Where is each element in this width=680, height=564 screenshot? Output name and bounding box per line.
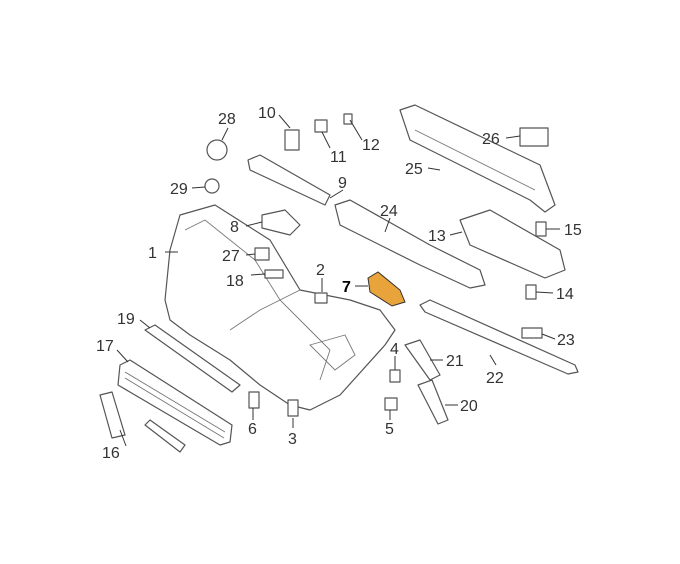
callout-28: 28 [218,111,236,128]
part-9-bracket [247,154,331,206]
callout-25: 25 [405,161,423,178]
part-13-absorber [459,209,566,279]
part-18-bolt [264,269,284,279]
part-26-bracket [519,127,549,147]
part-27-clip [254,247,270,261]
part-7-highlighted-bracket [367,271,406,307]
part-4-clip [389,369,401,383]
callout-26: 26 [482,131,500,148]
part-10-bracket [284,129,300,151]
part-12-screw [343,113,353,125]
part-15-clip [535,221,547,237]
part-20-cover [417,379,449,425]
callout-15: 15 [564,222,582,239]
part-1-bumper-cover [164,204,396,411]
callout-1: 1 [148,245,157,262]
callout-16: 16 [102,445,120,462]
callout-22: 22 [486,370,504,387]
callout-24: 24 [380,203,398,220]
part-22-lower-strip [419,299,579,375]
callout-17: 17 [96,338,114,355]
callout-14: 14 [556,286,574,303]
callout-7: 7 [342,279,351,296]
part-5-clip [384,397,398,411]
callout-21: 21 [446,353,464,370]
part-8-bracket [261,209,301,236]
part-21-cover [404,339,441,381]
callout-20: 20 [460,398,478,415]
callout-29: 29 [170,181,188,198]
part-11-clip [314,119,328,133]
callout-23: 23 [557,332,575,349]
callout-4: 4 [390,341,399,358]
callout-12: 12 [362,137,380,154]
callout-11: 11 [330,149,347,166]
callout-13: 13 [428,228,446,245]
part-29-ring [204,178,220,194]
callout-2: 2 [316,262,325,279]
callout-19: 19 [117,311,135,328]
part-16-cover [99,391,126,439]
callout-8: 8 [230,219,239,236]
part-19-strip [144,324,241,393]
callout-6: 6 [248,421,257,438]
callout-18: 18 [226,273,244,290]
part-6-clip [248,391,260,409]
part-14-clip [525,284,537,300]
part-3-clip [287,399,299,417]
callout-5: 5 [385,421,394,438]
callout-10: 10 [258,105,276,122]
part-24-bumper-absorber [334,199,486,289]
part-23-clip [521,327,543,339]
callout-27: 27 [222,248,240,265]
part-25-reinforcement [399,104,556,213]
callout-9: 9 [338,175,347,192]
callout-3: 3 [288,431,297,448]
part-28-sensor [206,139,228,161]
part-2-clip [314,292,328,304]
